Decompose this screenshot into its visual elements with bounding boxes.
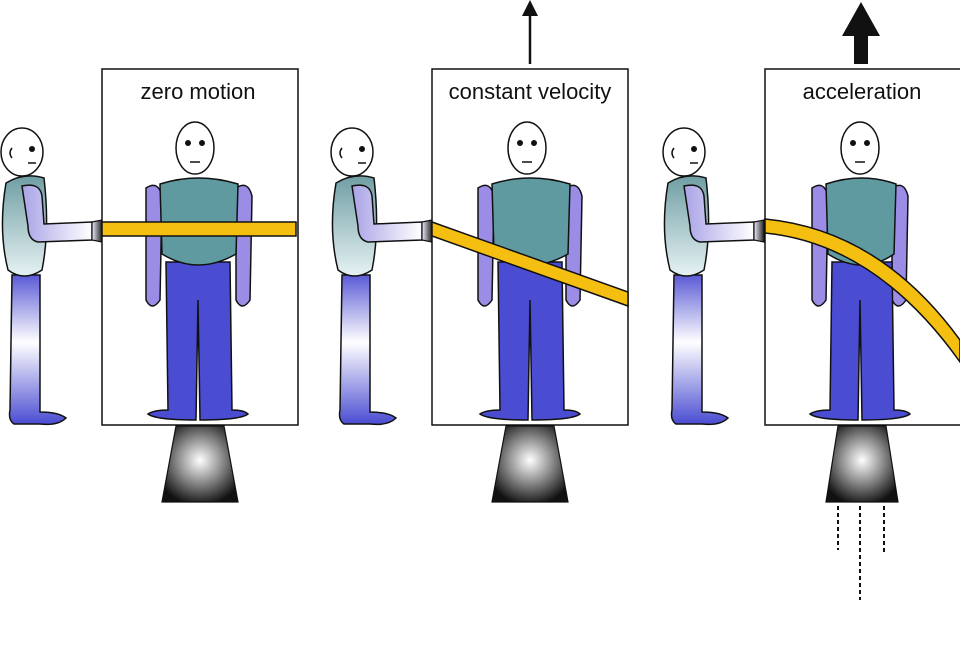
exhaust-lines — [837, 506, 885, 600]
panel-label: acceleration — [803, 79, 922, 104]
panel-label: zero motion — [141, 79, 256, 104]
panel-constant-velocity: constant velocity — [330, 0, 629, 503]
observer-figure — [662, 127, 765, 426]
light-beam — [431, 220, 629, 308]
velocity-arrow-icon — [522, 0, 538, 64]
panel-zero-motion: zero motion — [0, 68, 299, 503]
flashlight-icon — [91, 219, 103, 243]
acceleration-arrow-icon — [842, 2, 880, 64]
flashlight-icon — [753, 219, 765, 243]
rocket-engine-icon — [161, 425, 239, 503]
panel-acceleration: acceleration — [662, 2, 960, 600]
flashlight-icon — [421, 219, 433, 243]
observer-figure — [0, 127, 103, 426]
light-beam — [764, 218, 960, 364]
occupant-figure — [145, 121, 253, 421]
panel-label: constant velocity — [449, 79, 612, 104]
observer-figure — [330, 127, 433, 426]
rocket-engine-icon — [491, 425, 569, 503]
light-beam — [101, 221, 297, 237]
rocket-engine-icon — [825, 425, 899, 503]
